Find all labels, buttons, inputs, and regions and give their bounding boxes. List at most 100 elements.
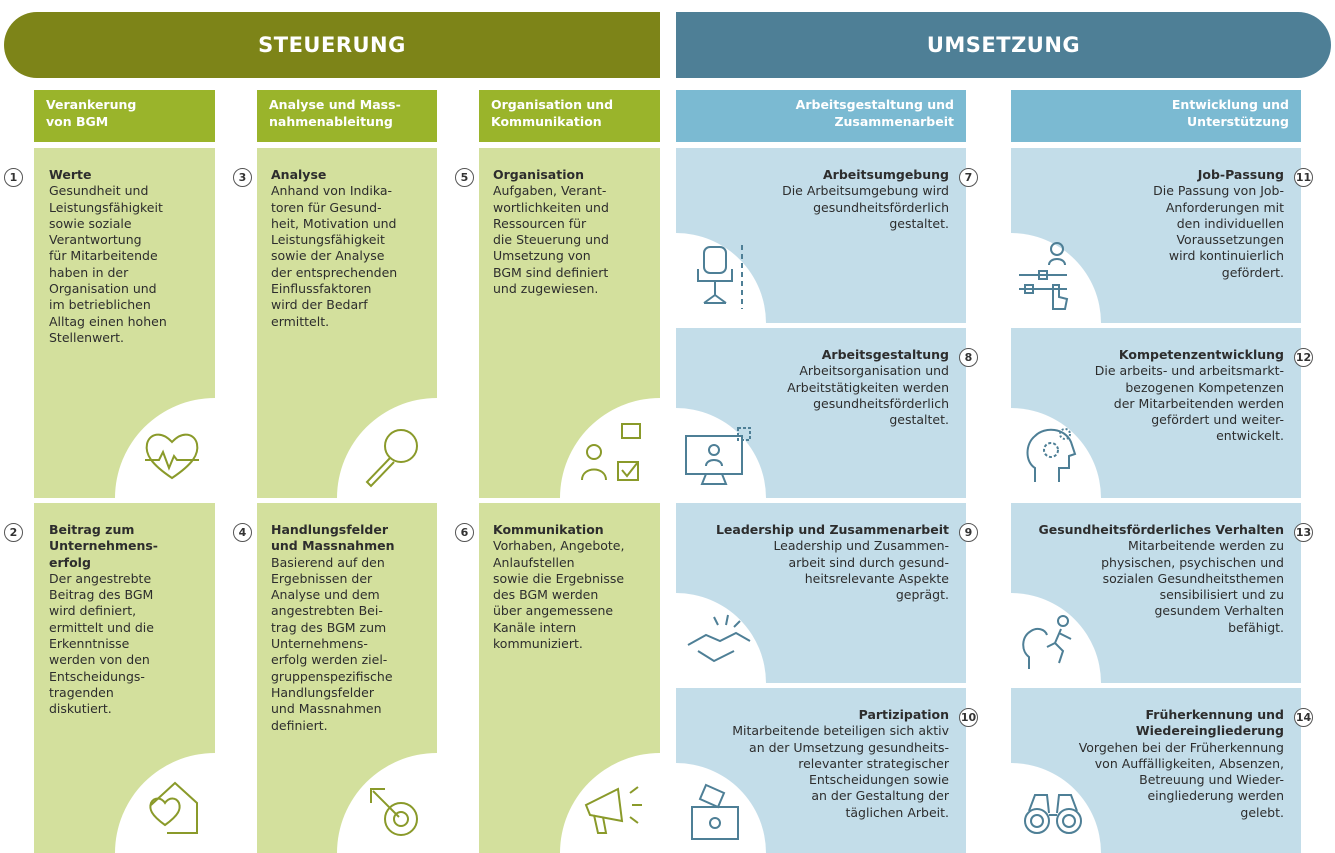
card-line: Anhand von Indika- — [271, 183, 393, 199]
card-line: im betrieblichen — [49, 297, 151, 313]
card-title: Partizipation — [858, 707, 949, 722]
head-runner-icon — [1022, 615, 1072, 669]
card-line: Leistungsfähigkeit — [49, 199, 163, 215]
card-line: werden von den — [49, 652, 150, 668]
card-line: Anlaufstellen — [493, 554, 575, 570]
card-line: gesundheitsförderlich — [813, 199, 949, 215]
card-line: ermittelt und die — [49, 619, 154, 635]
card-line: Entscheidungen sowie — [808, 772, 949, 788]
card-line: angestrebten Bei- — [271, 603, 383, 619]
card-title: Job-Passung — [1197, 167, 1284, 182]
card-line: Anforderungen mit — [1165, 199, 1284, 215]
card-line: Basierend auf den — [271, 554, 385, 570]
card-line: Aufgaben, Verant- — [493, 183, 607, 199]
card-line: Mitarbeitende beteiligen sich aktiv — [732, 723, 949, 739]
card-title: Handlungsfelder — [271, 522, 389, 537]
binoculars-icon — [1024, 794, 1082, 834]
card-line: Arbeitsorganisation und — [799, 363, 949, 379]
person-sliders-icon — [1019, 242, 1069, 310]
step-number-7: 7 — [959, 168, 978, 187]
card-line: an der Gestaltung der — [811, 788, 949, 804]
card-line: Stellenwert. — [49, 329, 125, 345]
card-job-passung: 11 Job-Passung Die Passung von Job- Anfo… — [1011, 148, 1313, 323]
card-line: entwickelt. — [1216, 428, 1284, 444]
card-line: Analyse und dem — [271, 587, 380, 603]
card-line: Ressourcen für — [493, 215, 587, 231]
card-title: Leadership und Zusammenarbeit — [715, 522, 949, 537]
card-line: ermittelt. — [271, 313, 330, 329]
card-gesundheitsverhalten: 13 Gesundheitsförderliches Verhalten Mit… — [1011, 503, 1313, 683]
card-beitrag: Beitrag zum Unternehmens- erfolg Der ang… — [34, 503, 215, 853]
card-partizipation: 10 Partizipation Mitarbeitende beteilige… — [676, 688, 978, 853]
card-line: die Steuerung und — [493, 232, 609, 248]
card-line: sowie der Analyse — [271, 248, 385, 264]
card-line: gefördert. — [1221, 264, 1284, 280]
column-header-analyse: Analyse und Mass- nahmenableitung — [257, 90, 437, 142]
column-header-organisation: Organisation und Kommunikation — [479, 90, 660, 142]
card-line: relevanter strategischer — [798, 755, 949, 771]
card-line: täglichen Arbeit. — [845, 804, 950, 820]
step-number-1: 1 — [4, 168, 23, 187]
column-header-line: nahmenableitung — [269, 114, 393, 129]
step-number-8: 8 — [959, 348, 978, 367]
column-header-line: Unterstützung — [1187, 114, 1289, 129]
card-line: sowie die Ergebnisse — [493, 570, 625, 586]
card-title: Arbeitsumgebung — [822, 167, 949, 182]
step-number-14: 14 — [1294, 708, 1313, 727]
card-line: trag des BGM zum — [271, 619, 387, 635]
card-line: arbeit sind durch gesund- — [788, 554, 949, 570]
header-steuerung: STEUERUNG — [4, 12, 660, 78]
card-line: für Mitarbeitende — [49, 248, 158, 264]
card-line: heit, Motivation und — [271, 215, 397, 231]
monitor-person-icon — [685, 427, 751, 485]
card-analyse: Analyse Anhand von Indika- toren für Ges… — [257, 148, 437, 498]
card-kompetenzentwicklung: 12 Kompetenzentwicklung Die arbeits- und… — [1011, 328, 1313, 498]
step-number-3: 3 — [233, 168, 252, 187]
card-arbeitsgestaltung: 8 Arbeitsgestaltung Arbeitsorganisation … — [676, 328, 978, 498]
card-line: Voraussetzungen — [1176, 232, 1284, 248]
card-line: Entscheidungs- — [49, 668, 145, 684]
card-line: Unternehmens- — [271, 636, 368, 652]
card-title: erfolg — [49, 554, 91, 570]
card-line: wird der Bedarf — [271, 297, 368, 313]
card-line: sensibilisiert und zu — [1159, 587, 1284, 603]
card-line: Vorgehen bei der Früherkennung — [1078, 739, 1284, 755]
column-header-line: Entwicklung und — [1171, 97, 1289, 112]
card-frueherkennung: 14 Früherkennung und Wiedereingliederung… — [1011, 688, 1313, 853]
card-line: und Massnahmen — [271, 701, 382, 717]
card-line: Mitarbeitende werden zu — [1127, 538, 1284, 554]
card-organisation: Organisation Aufgaben, Verant- wortlichk… — [479, 148, 660, 498]
step-number-6: 6 — [455, 523, 474, 542]
step-number-13: 13 — [1294, 523, 1313, 542]
card-line: gesundem Verhalten — [1154, 603, 1284, 619]
header-umsetzung: UMSETZUNG — [676, 12, 1331, 78]
card-line: von Auffälligkeiten, Absenzen, — [1094, 755, 1284, 771]
card-line: den individuellen — [1176, 215, 1284, 231]
card-line: wird kontinuierlich — [1168, 248, 1284, 264]
card-title: Früherkennung und — [1145, 707, 1284, 722]
step-number-10: 10 — [959, 708, 978, 727]
step-number-11: 11 — [1294, 168, 1313, 187]
card-line: Die Passung von Job- — [1153, 183, 1284, 199]
card-line: Handlungsfelder — [271, 684, 375, 700]
column-header-line: Verankerung — [46, 97, 137, 112]
card-line: heitsrelevante Aspekte — [804, 570, 949, 586]
column-header-arbeitsgestaltung: Arbeitsgestaltung und Zusammenarbeit — [676, 90, 966, 142]
card-title: Werte — [49, 167, 92, 182]
card-line: definiert. — [271, 717, 328, 733]
head-gear-icon — [1026, 428, 1077, 482]
card-line: gruppenspezifische — [271, 668, 393, 684]
step-number-9: 9 — [959, 523, 978, 542]
card-line: haben in der — [49, 264, 129, 280]
card-line: und zugewiesen. — [493, 281, 599, 297]
column-header-line: Organisation und — [491, 97, 614, 112]
card-line: erfolg werden ziel- — [271, 652, 388, 668]
ballot-box-icon — [691, 783, 739, 840]
column-header-line: Arbeitsgestaltung und — [795, 97, 954, 112]
card-line: diskutiert. — [49, 701, 112, 717]
card-line: der Mitarbeitenden werden — [1113, 395, 1284, 411]
card-line: kommuniziert. — [493, 636, 583, 652]
card-line: Arbeitstätigkeiten werden — [787, 379, 949, 395]
card-title: Unternehmens- — [49, 538, 158, 554]
card-line: wird definiert, — [49, 603, 137, 619]
